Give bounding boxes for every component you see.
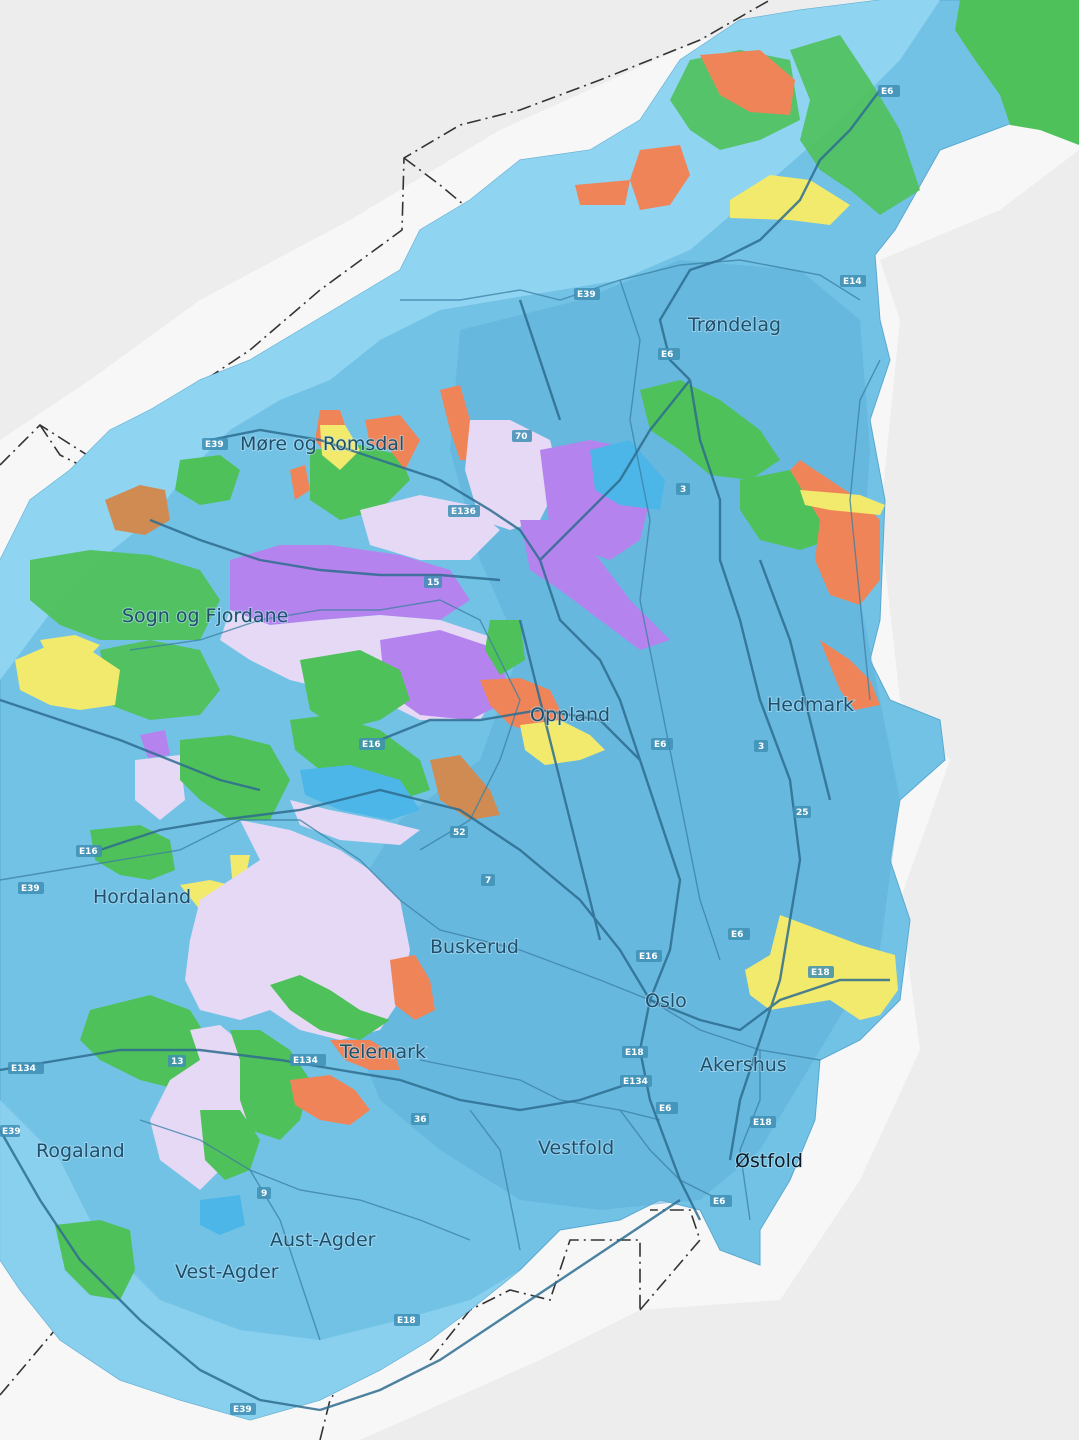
svg-text:E18: E18	[811, 968, 830, 978]
label-akershus: Akershus	[700, 1054, 787, 1076]
svg-text:E136: E136	[451, 507, 476, 517]
svg-text:E6: E6	[731, 930, 743, 940]
svg-text:E16: E16	[79, 847, 98, 857]
county-borders	[0, 259, 881, 1341]
label-vestfold: Vestfold	[538, 1137, 614, 1159]
svg-text:E39: E39	[205, 440, 224, 450]
label-hordaland: Hordaland	[93, 886, 191, 908]
label-hedmark: Hedmark	[767, 694, 854, 716]
roads	[0, 89, 890, 1412]
label-buskerud: Buskerud	[430, 936, 519, 958]
svg-text:70: 70	[515, 432, 528, 442]
svg-text:E134: E134	[293, 1056, 318, 1066]
svg-text:36: 36	[414, 1115, 427, 1125]
svg-text:3: 3	[680, 485, 686, 495]
svg-text:E18: E18	[397, 1316, 416, 1326]
svg-text:E39: E39	[2, 1127, 21, 1137]
svg-text:E6: E6	[881, 87, 893, 97]
label-oslo: Oslo	[645, 990, 687, 1012]
svg-text:E6: E6	[661, 350, 673, 360]
label-vest-agder: Vest-Agder	[175, 1261, 279, 1283]
svg-text:52: 52	[453, 828, 466, 838]
svg-text:E16: E16	[639, 952, 658, 962]
svg-text:E39: E39	[233, 1405, 252, 1415]
label-rogaland: Rogaland	[36, 1140, 125, 1162]
svg-text:E16: E16	[362, 740, 381, 750]
svg-text:E6: E6	[659, 1104, 671, 1114]
svg-text:9: 9	[261, 1189, 267, 1199]
svg-text:15: 15	[427, 578, 440, 588]
svg-text:E6: E6	[713, 1197, 725, 1207]
svg-text:E134: E134	[623, 1077, 648, 1087]
svg-text:E134: E134	[11, 1064, 36, 1074]
svg-text:E18: E18	[753, 1118, 772, 1128]
road-shields: E6 E14 E39 E6 E39 70 E136 3 15 E6 3 E16 …	[0, 85, 900, 1415]
label-ostfold: Østfold	[735, 1150, 803, 1172]
land-coast-light	[0, 0, 940, 680]
label-sogn-og-fjordane: Sogn og Fjordane	[122, 605, 288, 627]
svg-text:E6: E6	[654, 740, 666, 750]
svg-text:E18: E18	[625, 1048, 644, 1058]
label-oppland: Oppland	[530, 704, 610, 726]
label-more-og-romsdal: Møre og Romsdal	[240, 433, 404, 455]
svg-text:25: 25	[796, 808, 809, 818]
region-labels: Trøndelag Møre og Romsdal Sogn og Fjorda…	[35, 313, 855, 1284]
label-aust-agder: Aust-Agder	[270, 1229, 376, 1251]
svg-text:E39: E39	[577, 290, 596, 300]
svg-text:E39: E39	[21, 884, 40, 894]
land-south-light	[0, 1100, 520, 1420]
label-trondelag: Trøndelag	[687, 314, 781, 336]
svg-text:3: 3	[758, 742, 764, 752]
svg-text:13: 13	[171, 1057, 184, 1067]
svg-text:7: 7	[485, 876, 491, 886]
svg-text:E14: E14	[843, 277, 862, 287]
label-telemark: Telemark	[339, 1041, 426, 1063]
